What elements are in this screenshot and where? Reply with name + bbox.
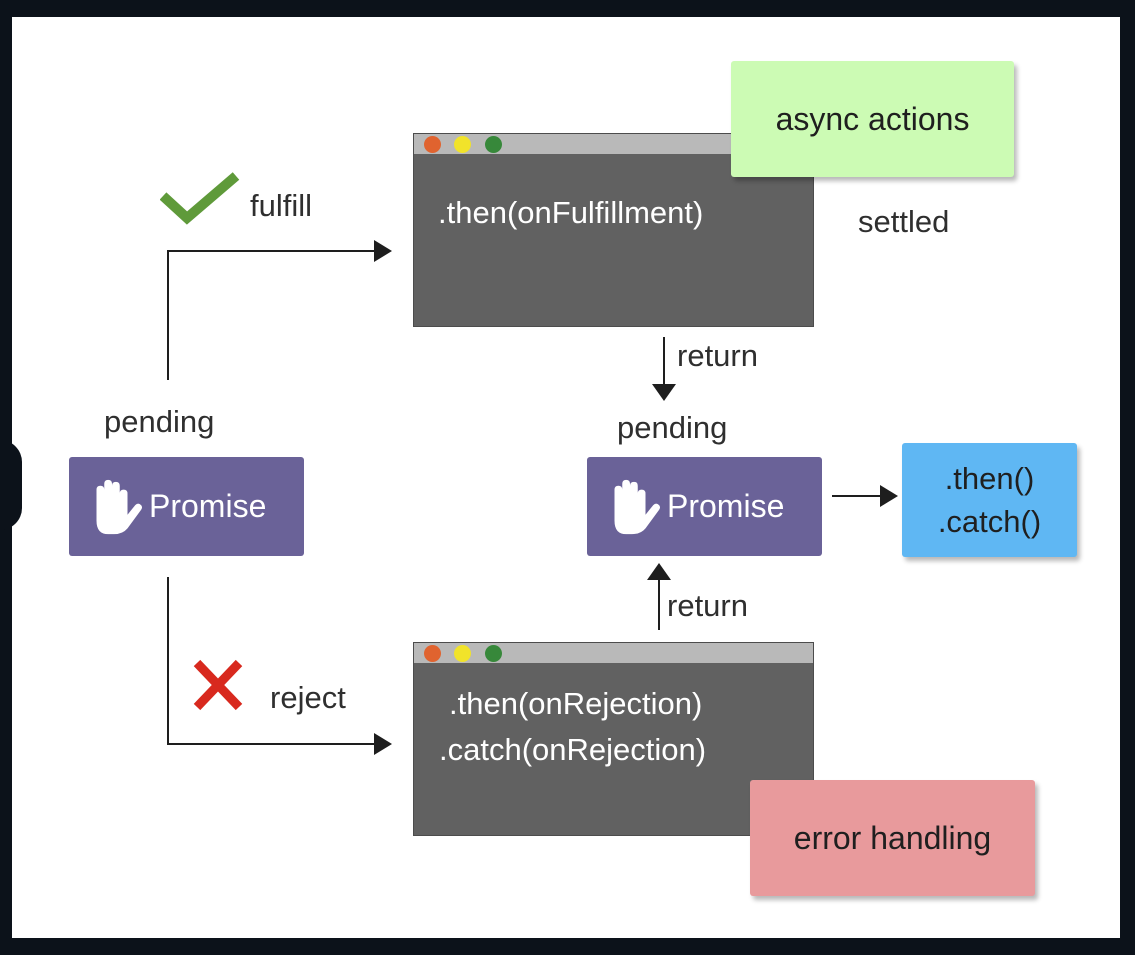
promise-label-left: Promise	[149, 488, 267, 524]
error-handling-tag: error handling	[750, 780, 1035, 896]
window-minimize-dot	[454, 645, 471, 662]
promise-box-left: Promise	[69, 457, 304, 556]
return-label-top: return	[677, 338, 758, 373]
edge-tab	[0, 440, 22, 530]
check-icon	[160, 172, 240, 225]
fulfill-connector	[167, 250, 378, 380]
async-actions-tag: async actions	[731, 61, 1014, 177]
chain-catch-label: .catch()	[937, 504, 1042, 539]
window-titlebar	[414, 134, 813, 154]
window-close-dot	[424, 136, 441, 153]
reject-label: reject	[270, 680, 346, 715]
window-maximize-dot	[485, 645, 502, 662]
reject-connector	[167, 577, 378, 745]
window-maximize-dot	[485, 136, 502, 153]
chain-then-label: .then()	[944, 460, 1035, 496]
promise-box-center: Promise	[587, 457, 822, 556]
chain-methods-tag: .then() .catch()	[902, 443, 1077, 557]
cross-icon	[193, 659, 243, 711]
fulfill-arrowhead	[374, 240, 392, 262]
reject-arrowhead	[374, 733, 392, 755]
return-label-bottom: return	[667, 588, 748, 623]
chain-arrowhead	[880, 485, 898, 507]
pending-label-center: pending	[617, 410, 728, 445]
rejection-window: .then(onRejection) .catch(onRejection)	[413, 642, 814, 836]
window-close-dot	[424, 645, 441, 662]
return-down-arrowhead	[652, 384, 676, 401]
window-titlebar	[414, 643, 813, 663]
rejection-code-catch: .catch(onRejection)	[439, 732, 707, 767]
rejection-code-then: .then(onRejection)	[449, 686, 703, 721]
fulfillment-code: .then(onFulfillment)	[438, 195, 704, 230]
pending-label-left: pending	[104, 404, 215, 439]
hand-icon	[96, 479, 143, 534]
window-minimize-dot	[454, 136, 471, 153]
hand-icon	[614, 479, 661, 534]
settled-label: settled	[858, 204, 950, 239]
promise-label-center: Promise	[667, 488, 785, 524]
return-up-arrowhead	[647, 563, 671, 580]
fulfill-label: fulfill	[250, 188, 313, 223]
